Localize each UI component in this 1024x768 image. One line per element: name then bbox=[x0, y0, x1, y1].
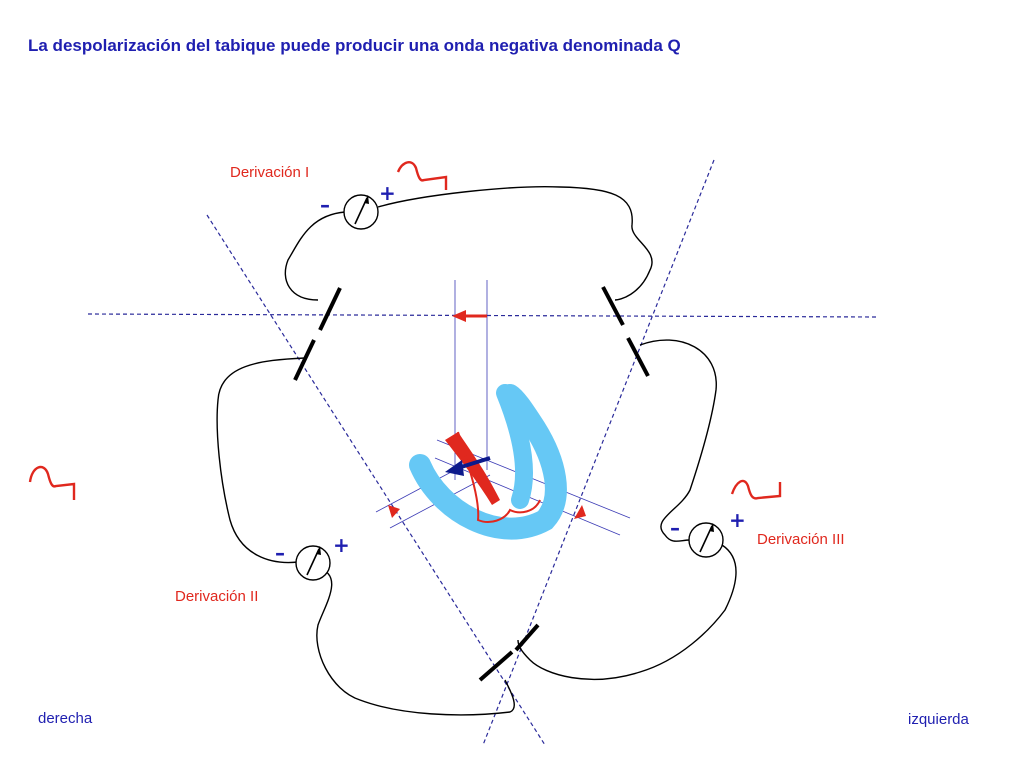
q-wave-icon bbox=[396, 161, 448, 190]
lead-iii-projection-arrow bbox=[574, 505, 586, 519]
galvanometer-icon bbox=[688, 522, 724, 558]
lead-iii-minus: – bbox=[670, 516, 680, 540]
lead-i-plus: + bbox=[379, 181, 396, 205]
side-label-right: derecha bbox=[38, 710, 93, 727]
side-label-left: izquierda bbox=[908, 711, 969, 728]
lead-wires bbox=[216, 186, 737, 716]
lead-i-label: Derivación I bbox=[230, 164, 310, 181]
lead-ii-minus: – bbox=[275, 541, 285, 565]
lead-iii-plus: + bbox=[729, 508, 746, 532]
lead-i-minus: – bbox=[320, 193, 330, 217]
page-title: La despolarización del tabique puede pro… bbox=[28, 36, 681, 55]
septum-depolarization bbox=[445, 431, 541, 523]
galvanometer-icon bbox=[343, 194, 379, 230]
lead-i-projection-arrow bbox=[452, 310, 487, 322]
electrode-left-arm bbox=[601, 286, 650, 377]
lead-ii-label: Derivación II bbox=[175, 588, 259, 605]
lead-ii-projection-arrow bbox=[388, 505, 400, 518]
q-wave-icon bbox=[28, 465, 76, 500]
q-wave-icon bbox=[730, 479, 782, 500]
electrode-left-leg bbox=[478, 623, 540, 682]
electrode-right-arm bbox=[293, 287, 342, 381]
lead-iii-label: Derivación III bbox=[757, 531, 845, 548]
galvanometer-icon bbox=[295, 545, 331, 581]
heart-ventricles bbox=[409, 384, 567, 540]
lead-ii-plus: + bbox=[333, 533, 350, 557]
depolarization-arrow-icon bbox=[445, 456, 491, 476]
